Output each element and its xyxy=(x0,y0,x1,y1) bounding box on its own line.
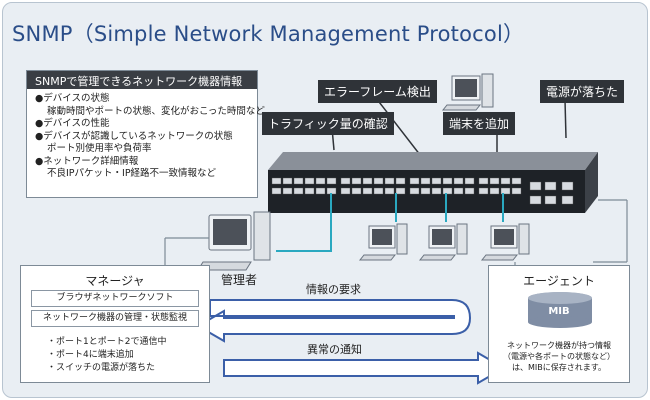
manager-notes: ・ポート1とポート2で通信中 ・ポート4に端末追加 ・スイッチの電源が落ちた xyxy=(47,334,166,373)
admin-label: 管理者 xyxy=(221,273,258,287)
flow-notify-label: 異常の通知 xyxy=(307,343,362,356)
computer-icon xyxy=(358,223,408,261)
box-connectors xyxy=(164,199,628,265)
network-switch xyxy=(268,152,598,213)
info-item-label: ●ネットワーク詳細情報 xyxy=(35,155,139,167)
computer-icon xyxy=(480,223,530,261)
info-box: SNMPで管理できるネットワーク機器情報 ●デバイスの状態 稼動時間やポートの状… xyxy=(26,70,265,198)
info-item-detail: 不良IPパケット・IP経路不一致情報など xyxy=(47,168,217,179)
info-item-label: ●デバイスが認識しているネットワークの状態 xyxy=(35,130,233,142)
info-item-detail: ポート別使用率や負荷率 xyxy=(47,143,152,154)
callout-error-frame: エラーフレーム検出 xyxy=(318,80,437,103)
computer-icon xyxy=(197,211,271,271)
info-item-detail: 稼動時間やポートの状態、変化がおこった時間など xyxy=(47,105,265,117)
callout-add-terminal: 端末を追加 xyxy=(443,112,516,135)
manager-note: ・ポート4に端末追加 xyxy=(47,350,134,360)
flow-arrows xyxy=(195,299,507,385)
agent-box: エージェント MIB ネットワーク機器が持つ情報 （電源や各ポートの状態など） … xyxy=(488,265,630,383)
callout-power-off: 電源が落ちた xyxy=(540,80,625,103)
computer-icon xyxy=(418,223,468,261)
agent-desc-line: は、MIBに保存されます。 xyxy=(512,363,606,372)
manager-monitoring: ネットワーク機器の管理・状態監視 xyxy=(31,310,199,327)
diagram-title: SNMP（Simple Network Management Protocol） xyxy=(12,22,525,46)
network-cables xyxy=(276,193,504,252)
mib-database-icon xyxy=(528,292,592,328)
manager-box: マネージャ ブラウザネットワークソフト ネットワーク機器の管理・状態監視 ・ポー… xyxy=(20,265,210,383)
info-box-list: ●デバイスの状態 稼動時間やポートの状態、変化がおこった時間など ●デバイスの性… xyxy=(35,93,265,181)
flow-request-label: 情報の要求 xyxy=(306,283,361,296)
agent-description: ネットワーク機器が持つ情報 （電源や各ポートの状態など） は、MIBに保存されま… xyxy=(489,340,629,373)
callout-traffic: トラフィック量の確認 xyxy=(262,112,394,135)
agent-title: エージェント xyxy=(523,274,595,288)
agent-desc-line: （電源や各ポートの状態など） xyxy=(503,352,615,361)
info-item-label: ●デバイスの性能 xyxy=(35,118,110,129)
mib-label: MIB xyxy=(548,306,570,317)
new-computer-icon xyxy=(441,73,494,111)
info-box-heading: SNMPで管理できるネットワーク機器情報 xyxy=(27,71,257,89)
manager-note: ・ポート1とポート2で通信中 xyxy=(47,337,167,347)
agent-desc-line: ネットワーク機器が持つ情報 xyxy=(507,341,611,350)
manager-software: ブラウザネットワークソフト xyxy=(31,290,199,307)
info-item-label: ●デバイスの状態 xyxy=(35,93,110,104)
manager-title: マネージャ xyxy=(85,274,145,288)
manager-note: ・スイッチの電源が落ちた xyxy=(47,363,156,373)
